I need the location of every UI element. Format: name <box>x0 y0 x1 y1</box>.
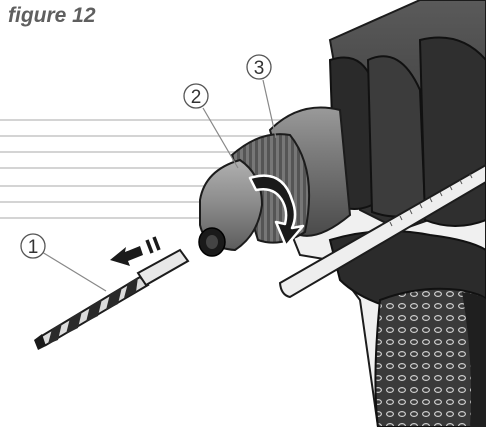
callout-3-label: 3 <box>254 58 265 79</box>
depth-stop-rod <box>278 163 486 299</box>
rotate-chuck-arrow-icon <box>248 174 305 248</box>
callout-2: 2 <box>183 83 239 169</box>
callout-2-label: 2 <box>191 87 202 108</box>
callout-1: 1 <box>20 233 107 292</box>
figure-title: figure 12 <box>8 4 96 27</box>
insert-direction-arrow-icon <box>110 236 161 266</box>
drill-bit-icon <box>34 248 190 350</box>
callout-3: 3 <box>246 54 277 139</box>
callout-1-label: 1 <box>28 237 39 258</box>
